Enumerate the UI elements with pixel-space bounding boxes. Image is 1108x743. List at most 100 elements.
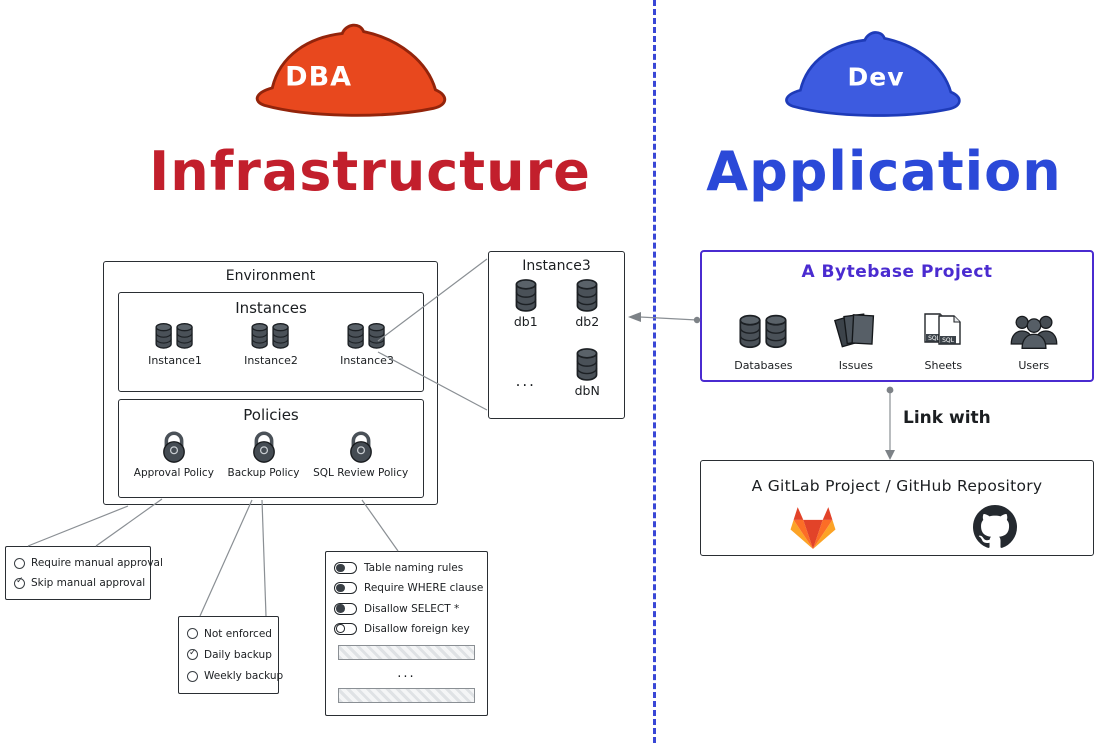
radio-unchecked-icon <box>187 628 198 640</box>
database-stack-icon <box>251 323 289 349</box>
database-ellipsis: ... <box>515 371 536 390</box>
dev-hat-shape <box>785 31 961 117</box>
instances-box: Instances Instance1 Instance2 Instance3 <box>118 292 424 392</box>
policy-item: Approval Policy <box>134 428 214 479</box>
instance3-detail-title: Instance3 <box>522 258 591 274</box>
issues-icon <box>833 309 879 353</box>
dev-hat-label: Dev <box>847 62 905 92</box>
radio-unchecked-icon <box>187 670 198 682</box>
instance-label: Instance2 <box>244 354 298 367</box>
policies-row: Approval Policy Backup Policy SQL Review… <box>119 428 423 493</box>
policy-label: SQL Review Policy <box>313 467 409 479</box>
backup-option-label: Daily backup <box>204 648 272 661</box>
sql-rule: Table naming rules <box>334 561 479 576</box>
sql-rule-label: Disallow foreign key <box>364 622 470 635</box>
project-item-label: Databases <box>734 359 793 372</box>
database-icon <box>574 347 600 381</box>
database-icon <box>574 278 600 312</box>
bytebase-project-title: A Bytebase Project <box>801 262 993 282</box>
policy-label: Backup Policy <box>227 467 300 479</box>
project-item-label: Users <box>1018 359 1050 372</box>
gitlab-logo-icon <box>787 503 839 551</box>
instance3-detail-box: Instance3 db1 db2 ... dbN <box>488 251 625 419</box>
repo-box: A GitLab Project / GitHub Repository <box>700 460 1094 556</box>
approval-option-label: Require manual approval <box>31 557 163 569</box>
backup-option: Not enforced <box>187 626 272 641</box>
sheets-icon: SQL SQL <box>924 313 962 345</box>
radio-unchecked-icon <box>14 557 25 569</box>
sql-rule-label: Table naming rules <box>364 562 464 575</box>
database-label: dbN <box>574 383 600 398</box>
arrowhead-down <box>885 450 895 460</box>
github-logo-icon <box>973 505 1017 549</box>
instance-item: Instance3 <box>340 321 394 367</box>
radio-checked-icon <box>187 648 198 661</box>
instance-item: Instance1 <box>148 321 202 367</box>
arrowhead-left <box>628 312 641 322</box>
policies-box: Policies Approval Policy Backup Policy S… <box>118 399 424 498</box>
dev-hat: Dev <box>772 24 972 118</box>
instance-item: Instance2 <box>244 321 298 367</box>
instance-label: Instance1 <box>148 354 202 367</box>
radio-checked-icon <box>14 576 25 589</box>
project-item-label: Sheets <box>924 359 963 372</box>
backup-option: Daily backup <box>187 647 272 662</box>
approval-option-label: Skip manual approval <box>31 577 146 589</box>
placeholder-bar <box>338 644 475 660</box>
application-title: Application <box>706 140 1062 203</box>
sql-review-callout: Table naming rules Require WHERE clause … <box>325 551 488 716</box>
connector-dot <box>886 386 894 394</box>
toggle-on-icon <box>334 562 357 575</box>
database-item: dbN <box>557 347 619 414</box>
sql-rule: Disallow SELECT * <box>334 601 479 616</box>
instance-label: Instance3 <box>340 354 394 367</box>
bytebase-project-items: Databases Issues SQL <box>702 290 1092 372</box>
instances-row: Instance1 Instance2 Instance3 <box>119 321 423 387</box>
database-item: db1 <box>495 278 557 345</box>
backup-option-label: Not enforced <box>204 627 272 640</box>
database-label: db1 <box>513 314 538 329</box>
toggle-on-icon <box>334 582 357 595</box>
sql-rule: Disallow foreign key <box>334 621 479 636</box>
infrastructure-title: Infrastructure <box>149 140 591 203</box>
dba-hat: DBA <box>252 16 448 118</box>
approval-option: Skip manual approval <box>14 576 146 591</box>
lock-icon <box>247 428 281 464</box>
project-item-sheets: SQL SQL Sheets <box>919 309 967 372</box>
toggle-on-icon <box>334 602 357 615</box>
sql-rule-label: Require WHERE clause <box>364 582 484 595</box>
instance3-database-grid: db1 db2 ... dbN <box>495 278 618 414</box>
link-with-label: Link with <box>903 408 991 428</box>
divider-line <box>653 0 656 743</box>
bytebase-project-box: A Bytebase Project Databases Issues SQL <box>700 250 1094 382</box>
placeholder-bar <box>338 688 475 704</box>
policy-label: Approval Policy <box>133 467 214 479</box>
database-stack-icon <box>155 323 193 349</box>
policy-item: Backup Policy <box>227 428 300 479</box>
project-item-databases: Databases <box>734 309 792 372</box>
databases-icon <box>739 314 787 349</box>
sql-rules-ellipsis: ... <box>397 666 416 682</box>
backup-option: Weekly backup <box>187 669 283 684</box>
backup-policy-callout: Not enforced Daily backup Weekly backup <box>178 616 283 694</box>
toggle-off-icon <box>334 622 357 635</box>
database-label: db2 <box>575 314 600 329</box>
dba-hat-shape <box>255 23 447 117</box>
approval-option: Require manual approval <box>14 556 163 571</box>
lock-icon <box>157 428 191 464</box>
instances-label: Instances <box>235 299 307 317</box>
database-icon <box>513 278 539 312</box>
sheet-sql-badge: SQL <box>942 337 955 344</box>
approval-policy-callout: Require manual approval Skip manual appr… <box>5 546 163 600</box>
lock-icon <box>344 428 378 464</box>
repo-box-title: A GitLab Project / GitHub Repository <box>751 477 1043 495</box>
database-item: db2 <box>557 278 619 345</box>
policies-label: Policies <box>243 406 299 424</box>
sql-rule-label: Disallow SELECT * <box>364 602 460 615</box>
database-stack-icon <box>347 323 385 349</box>
policy-item: SQL Review Policy <box>313 428 408 479</box>
sql-rule: Require WHERE clause <box>334 581 483 596</box>
users-icon <box>1008 309 1060 353</box>
project-item-label: Issues <box>838 359 873 372</box>
